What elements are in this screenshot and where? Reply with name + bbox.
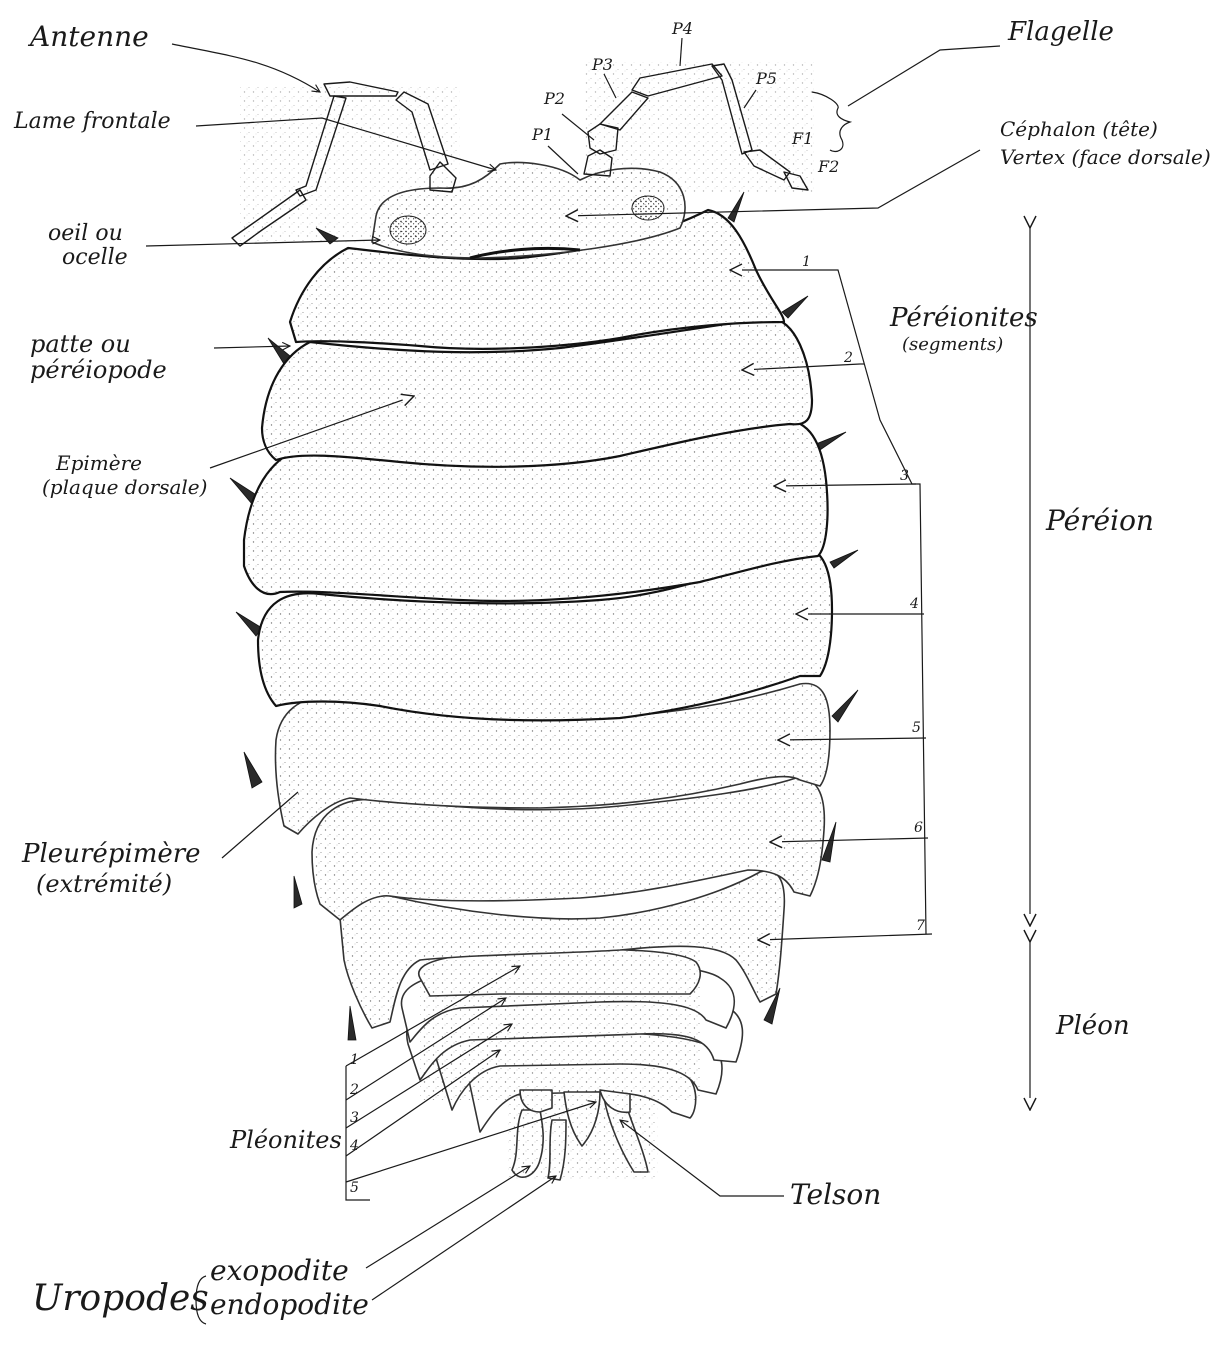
label-p4: P4 — [671, 19, 693, 38]
pereionite-num-4: 4 — [909, 596, 919, 612]
label-epimere-2: (plaque dorsale) — [42, 475, 207, 499]
label-p3: P3 — [591, 55, 613, 74]
label-oeil-1: oeil ou — [48, 221, 123, 246]
label-f2: F2 — [817, 157, 839, 176]
label-pereionites-1: Péréionites — [889, 303, 1038, 333]
pereionite-num-6: 6 — [914, 820, 923, 836]
pleonite-num-1: 1 — [350, 1052, 359, 1068]
label-uropodes: Uropodes — [32, 1278, 209, 1319]
label-cephalon-2: Vertex (face dorsale) — [1000, 145, 1211, 169]
label-oeil-2: ocelle — [62, 245, 128, 270]
label-pleon: Pléon — [1055, 1011, 1130, 1041]
antenna-left — [232, 82, 460, 246]
label-patte-1: patte ou — [30, 330, 131, 358]
pleonite-num-2: 2 — [349, 1082, 359, 1098]
pereionite-num-5: 5 — [912, 720, 921, 736]
label-patte-2: péréiopode — [30, 356, 167, 384]
pereionite-num-2: 2 — [843, 350, 853, 366]
label-exopodite: exopodite — [210, 1254, 349, 1287]
uropods-telson — [508, 1090, 658, 1180]
isopod-body — [230, 62, 858, 1180]
label-pleonites: Pléonites — [229, 1126, 342, 1154]
label-p2: P2 — [543, 89, 565, 108]
pereionite-num-7: 7 — [916, 918, 925, 934]
label-lame-frontale: Lame frontale — [13, 109, 171, 134]
label-epimere-1: Epimère — [55, 451, 142, 475]
label-p5: P5 — [755, 69, 777, 88]
label-antenne: Antenne — [27, 20, 149, 53]
label-endopodite: endopodite — [210, 1288, 369, 1321]
label-p1: P1 — [531, 125, 553, 144]
pleonite-num-5: 5 — [350, 1180, 359, 1196]
label-telson: Telson — [790, 1178, 881, 1211]
pereionite-num-3: 3 — [900, 468, 909, 484]
label-pleurepimere-2: (extrémité) — [36, 870, 172, 898]
label-cephalon-1: Céphalon (tête) — [1000, 117, 1158, 141]
pleonite-num-3: 3 — [350, 1110, 359, 1126]
pleonite-num-4: 4 — [349, 1138, 359, 1154]
label-pereionites-2: (segments) — [902, 334, 1003, 355]
antenna-right — [584, 62, 814, 192]
label-f1: F1 — [791, 129, 813, 148]
label-pereion: Péréion — [1045, 504, 1154, 537]
label-pleurepimere-1: Pleurépimère — [21, 839, 201, 869]
label-flagelle: Flagelle — [1007, 17, 1114, 47]
pereionite-num-1: 1 — [802, 254, 811, 270]
